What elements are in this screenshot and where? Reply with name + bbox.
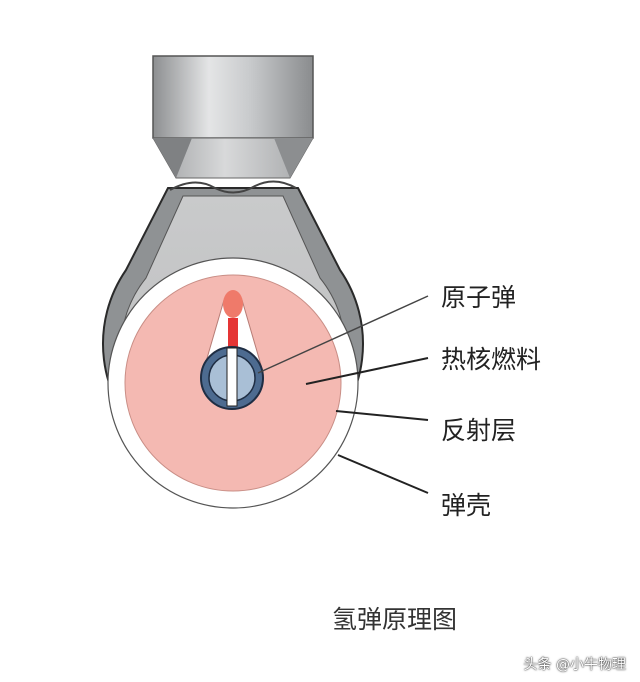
leader-casing: [337, 454, 429, 494]
neck-shadow-right: [274, 138, 313, 178]
neck-shadow-left: [153, 138, 192, 178]
label-reflector: 反射层: [441, 416, 516, 445]
wavy-break: [169, 180, 297, 194]
top-cap: [152, 55, 314, 139]
label-fusion-fuel: 热核燃料: [441, 345, 541, 374]
core-red-column: [228, 318, 238, 360]
label-casing: 弹壳: [441, 491, 491, 520]
atomic-bomb-core-column: [226, 347, 238, 407]
diagram-caption: 氢弹原理图: [332, 605, 457, 634]
leader-reflector: [335, 410, 429, 421]
hot-tip: [223, 290, 243, 318]
watermark: 头条 @小牛物理: [523, 657, 626, 673]
label-atomic-bomb: 原子弹: [441, 283, 516, 312]
leader-atomic-bomb: [257, 295, 429, 374]
leader-fusion-fuel: [305, 357, 429, 385]
